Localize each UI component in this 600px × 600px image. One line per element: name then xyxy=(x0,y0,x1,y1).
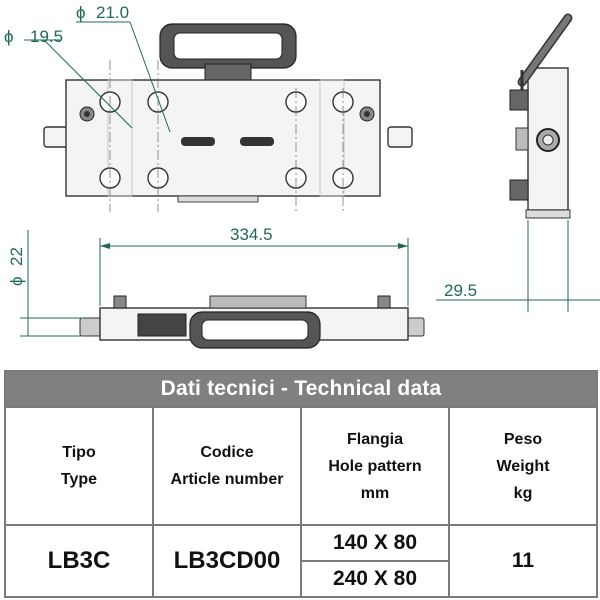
cell-hole-pattern-2: 240 X 80 xyxy=(300,560,450,598)
dim-hole-small: 19.5 xyxy=(30,27,63,46)
header-type-it: Tipo xyxy=(62,444,96,461)
header-article: Codice Article number xyxy=(152,406,302,526)
cell-article: LB3CD00 xyxy=(152,524,302,598)
header-type-en: Type xyxy=(60,471,98,488)
front-view: 334.5 ϕ 22 29.5 xyxy=(7,220,600,349)
dim-hole-small-symbol: ϕ xyxy=(4,27,14,46)
header-weight-unit: kg xyxy=(513,484,533,502)
table-title: Dati tecnici - Technical data xyxy=(3,370,599,408)
technical-drawing: ϕ 19.5 ϕ 21.0 334.5 xyxy=(4,3,600,349)
side-view xyxy=(509,13,573,219)
cell-hole-pattern-1: 140 X 80 xyxy=(300,524,450,562)
dim-shaft: 22 xyxy=(7,247,26,266)
header-article-it: Codice xyxy=(200,444,254,461)
dim-depth: 29.5 xyxy=(444,281,477,300)
header-hole-it: Flangia xyxy=(346,430,403,448)
dim-shaft-symbol: ϕ xyxy=(7,276,26,286)
header-hole-unit: mm xyxy=(360,484,390,502)
dim-length: 334.5 xyxy=(230,225,273,244)
cell-weight: 11 xyxy=(447,524,599,598)
header-weight-en: Weight xyxy=(496,457,550,475)
header-weight-it: Peso xyxy=(503,430,543,448)
header-hole-pattern: Flangia Hole pattern mm xyxy=(300,406,450,526)
technical-data-table: Dati tecnici - Technical data Tipo Type … xyxy=(3,370,599,598)
top-view: ϕ 19.5 ϕ 21.0 xyxy=(4,3,413,212)
header-weight: Peso Weight kg xyxy=(447,406,599,526)
header-hole-en: Hole pattern xyxy=(328,457,422,475)
dim-hole-large-symbol: ϕ xyxy=(76,3,86,22)
header-type: Tipo Type xyxy=(4,406,154,526)
cell-type: LB3C xyxy=(4,524,154,598)
dim-hole-large: 21.0 xyxy=(96,3,129,22)
header-article-en: Article number xyxy=(170,471,284,488)
